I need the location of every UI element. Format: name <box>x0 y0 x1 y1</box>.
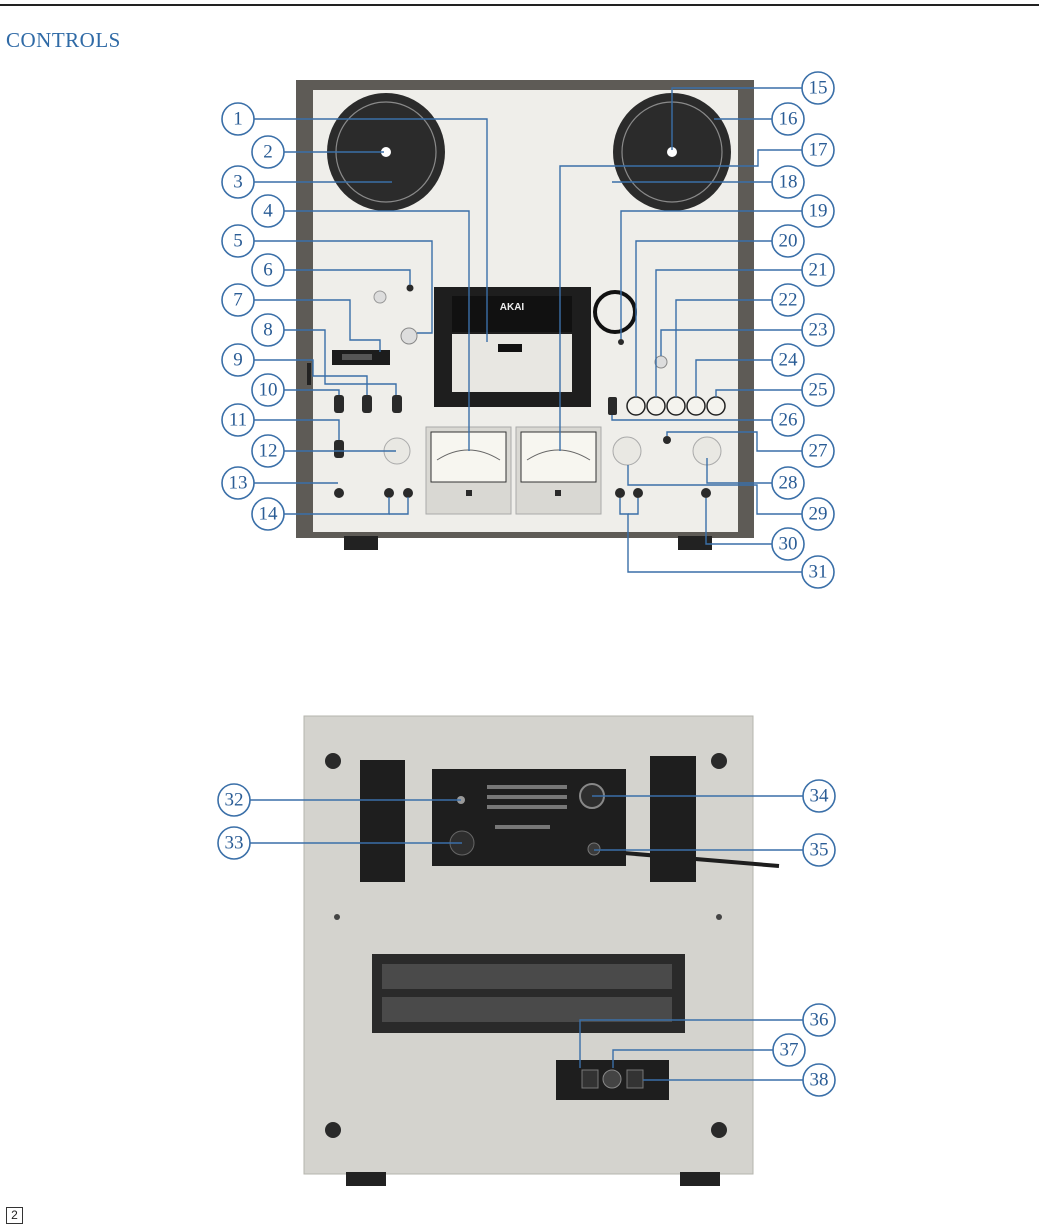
svg-text:38: 38 <box>810 1070 829 1091</box>
svg-text:5: 5 <box>233 231 243 252</box>
svg-text:8: 8 <box>263 320 273 341</box>
svg-text:13: 13 <box>229 473 248 494</box>
svg-text:18: 18 <box>779 172 798 193</box>
svg-text:3: 3 <box>233 172 243 193</box>
svg-text:36: 36 <box>810 1010 829 1031</box>
front-panel-photo: AKAI <box>296 80 754 550</box>
callout-28: 28 <box>772 467 804 499</box>
svg-text:15: 15 <box>809 78 828 99</box>
svg-text:19: 19 <box>809 201 828 222</box>
svg-text:26: 26 <box>779 410 798 431</box>
svg-text:10: 10 <box>259 380 278 401</box>
callout-2: 2 <box>252 136 284 168</box>
svg-text:34: 34 <box>810 786 830 807</box>
svg-text:12: 12 <box>259 441 278 462</box>
svg-text:4: 4 <box>263 201 273 222</box>
svg-text:1: 1 <box>233 109 243 130</box>
callout-16: 16 <box>772 103 804 135</box>
head-block: AKAI <box>434 287 591 407</box>
svg-text:21: 21 <box>809 260 828 281</box>
callout-35: 35 <box>803 834 835 866</box>
callout-38: 38 <box>803 1064 835 1096</box>
callout-26: 26 <box>772 404 804 436</box>
callout-19: 19 <box>802 195 834 227</box>
callout-6: 6 <box>252 254 284 286</box>
svg-text:17: 17 <box>809 140 828 161</box>
svg-text:23: 23 <box>809 320 828 341</box>
page-number: 2 <box>6 1207 23 1224</box>
svg-text:14: 14 <box>259 504 279 525</box>
callout-18: 18 <box>772 166 804 198</box>
svg-text:7: 7 <box>233 290 243 311</box>
callout-27: 27 <box>802 435 834 467</box>
brand-logo: AKAI <box>500 302 525 313</box>
callout-23: 23 <box>802 314 834 346</box>
callout-14: 14 <box>252 498 284 530</box>
svg-text:22: 22 <box>779 290 798 311</box>
callout-36: 36 <box>803 1004 835 1036</box>
callout-31: 31 <box>802 556 834 588</box>
callout-7: 7 <box>222 284 254 316</box>
callout-10: 10 <box>252 374 284 406</box>
callout-9: 9 <box>222 344 254 376</box>
callout-22: 22 <box>772 284 804 316</box>
svg-text:20: 20 <box>779 231 798 252</box>
callout-21: 21 <box>802 254 834 286</box>
svg-text:24: 24 <box>779 350 799 371</box>
svg-text:30: 30 <box>779 534 798 555</box>
svg-text:11: 11 <box>229 410 247 431</box>
callout-3: 3 <box>222 166 254 198</box>
callout-12: 12 <box>252 435 284 467</box>
svg-text:33: 33 <box>225 833 244 854</box>
callout-34: 34 <box>803 780 835 812</box>
callout-4: 4 <box>252 195 284 227</box>
svg-text:25: 25 <box>809 380 828 401</box>
callout-8: 8 <box>252 314 284 346</box>
callout-24: 24 <box>772 344 804 376</box>
callout-29: 29 <box>802 498 834 530</box>
svg-text:6: 6 <box>263 260 273 281</box>
callout-33: 33 <box>218 827 250 859</box>
callout-5: 5 <box>222 225 254 257</box>
callout-1: 1 <box>222 103 254 135</box>
svg-text:27: 27 <box>809 441 828 462</box>
svg-text:37: 37 <box>780 1040 799 1061</box>
svg-text:9: 9 <box>233 350 243 371</box>
svg-text:16: 16 <box>779 109 798 130</box>
callout-37: 37 <box>773 1034 805 1066</box>
svg-text:29: 29 <box>809 504 828 525</box>
svg-text:31: 31 <box>809 562 828 583</box>
svg-text:32: 32 <box>225 790 244 811</box>
callout-20: 20 <box>772 225 804 257</box>
svg-text:2: 2 <box>263 142 273 163</box>
callout-32: 32 <box>218 784 250 816</box>
callout-11: 11 <box>222 404 254 436</box>
callout-25: 25 <box>802 374 834 406</box>
callout-17: 17 <box>802 134 834 166</box>
rear-panel-photo <box>304 716 779 1186</box>
svg-text:28: 28 <box>779 473 798 494</box>
callout-15: 15 <box>802 72 834 104</box>
callout-30: 30 <box>772 528 804 560</box>
svg-text:35: 35 <box>810 840 829 861</box>
callout-13: 13 <box>222 467 254 499</box>
